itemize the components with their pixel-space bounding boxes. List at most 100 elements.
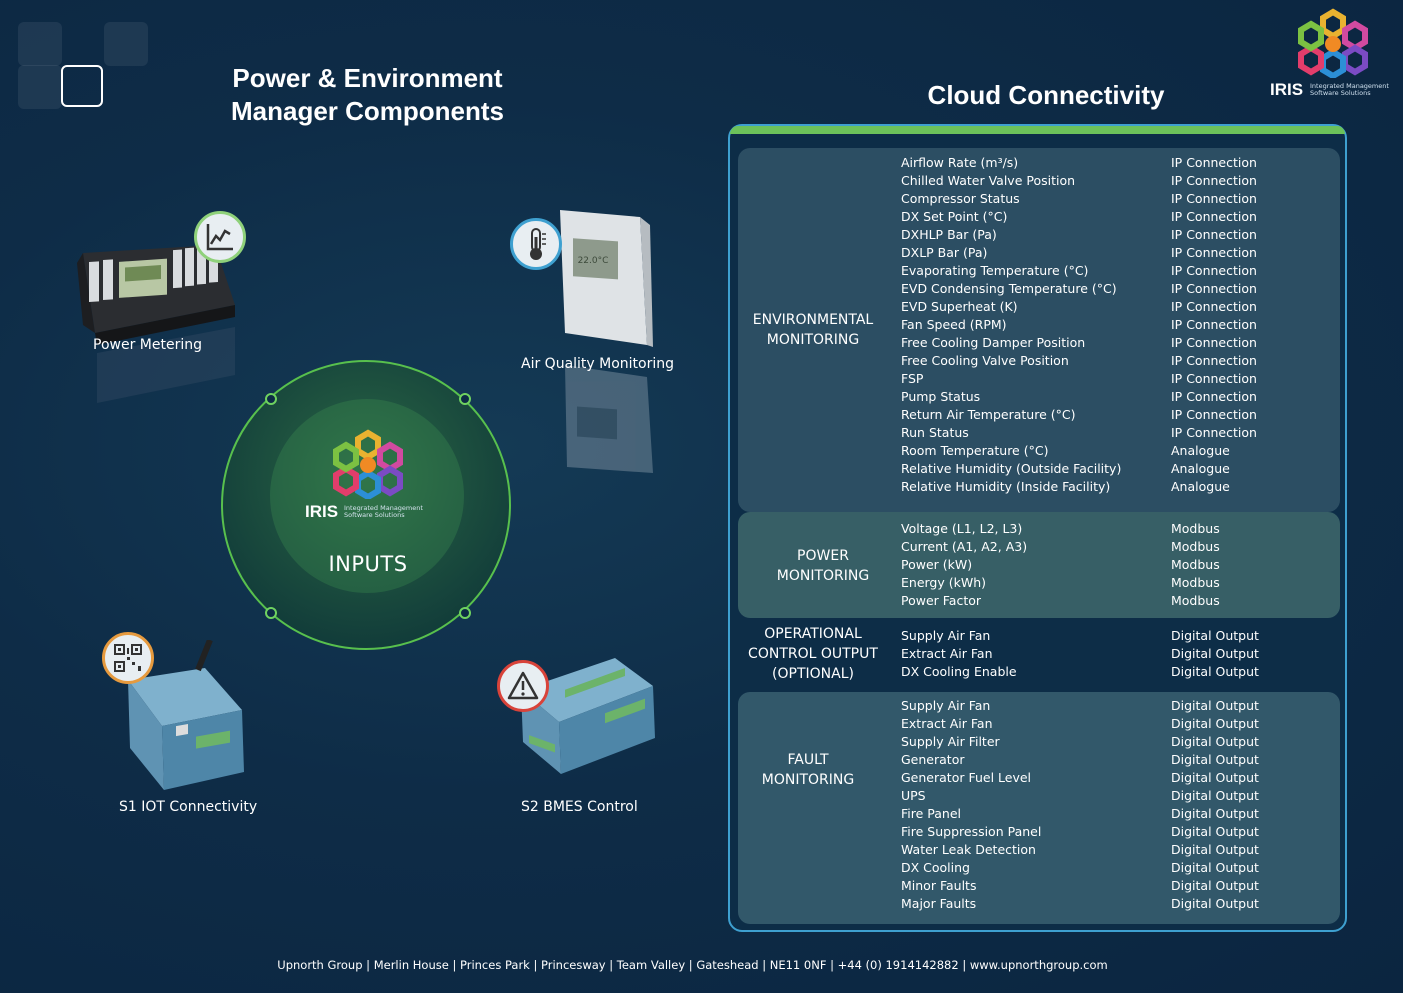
connection-type: IP Connection (1171, 299, 1257, 314)
connection-type: Digital Output (1171, 824, 1259, 839)
list-item: Airflow Rate (m³/s)IP Connection (901, 154, 1331, 172)
power-monitoring-section: POWER MONITORING Voltage (L1, L2, L3) Mod… (738, 512, 1340, 618)
connection-type: Modbus (1171, 593, 1220, 608)
section-title-line: MONITORING (761, 772, 855, 788)
metric-name: Voltage (L1, L2, L3) (901, 521, 1023, 536)
list-item: Relative Humidity (Outside Facility)Anal… (901, 460, 1331, 478)
s1-iot-label: S1 IOT Connectivity (119, 799, 258, 815)
section-title-line: ENVIRONMENTAL (752, 312, 874, 328)
list-item: EVD Superheat (K)IP Connection (901, 298, 1331, 316)
qr-code-icon (114, 644, 142, 672)
power-section-title: POWER MONITORING (748, 546, 898, 586)
connection-type: IP Connection (1171, 389, 1257, 404)
metric-name: Fire Panel (901, 806, 962, 821)
connection-type: Digital Output (1171, 860, 1259, 875)
connection-type: Modbus (1171, 557, 1220, 572)
metric-name: UPS (901, 788, 926, 803)
list-item: Return Air Temperature (°C)IP Connection (901, 406, 1331, 424)
list-item: DX Set Point (°C)IP Connection (901, 208, 1331, 226)
list-item: Relative Humidity (Inside Facility) Analo… (901, 478, 1331, 496)
connection-type: Digital Output (1171, 716, 1259, 731)
inputs-circle: IRIS Integrated Management Software Solu… (221, 360, 511, 650)
connection-type: Digital Output (1171, 698, 1259, 713)
list-item: DX Cooling Digital Output (901, 859, 1331, 877)
list-item: Minor Faults Digital Output (901, 877, 1331, 895)
connection-type: Digital Output (1171, 752, 1259, 767)
connection-type: Modbus (1171, 521, 1220, 536)
connection-type: IP Connection (1171, 317, 1257, 332)
connection-type: IP Connection (1171, 407, 1257, 422)
connection-type: IP Connection (1171, 227, 1257, 242)
cloud-connectivity-title: Cloud Connectivity (927, 80, 1165, 110)
connection-type: Modbus (1171, 539, 1220, 554)
metric-name: Extract Air Fan (901, 646, 993, 661)
ring-dot (459, 607, 471, 619)
connection-type: Digital Output (1171, 878, 1259, 893)
list-item: Extract Air Fan Digital Output (901, 715, 1331, 733)
metric-name: DX Cooling Enable (901, 664, 1017, 679)
metric-name: Extract Air Fan (901, 716, 993, 731)
s2-bmes-label: S2 BMES Control (521, 799, 638, 815)
list-item: Current (A1, A2, A3) Modbus (901, 538, 1331, 556)
section-title-line: (OPTIONAL) (772, 666, 854, 682)
metric-name: Water Leak Detection (901, 842, 1036, 857)
metric-name: Supply Air Filter (901, 734, 1000, 749)
footer-address: Upnorth Group | Merlin House | Princes P… (277, 958, 1108, 972)
iris-flower-icon (333, 429, 403, 499)
cloud-connectivity-panel: ENVIRONMENTAL MONITORING Airflow Rate (m… (728, 124, 1347, 932)
connection-type: Modbus (1171, 575, 1220, 590)
s1-iot-device (120, 640, 260, 800)
connection-type: IP Connection (1171, 173, 1257, 188)
metric-name: DX Cooling (901, 860, 970, 875)
connection-type: Digital Output (1171, 628, 1259, 643)
connection-type: Digital Output (1171, 646, 1259, 661)
section-title-line: MONITORING (766, 332, 860, 348)
power-metering-label: Power Metering (93, 337, 202, 353)
list-item: Fire Panel Digital Output (901, 805, 1331, 823)
s2-controller-image (521, 658, 655, 774)
connection-type: Analogue (1171, 443, 1230, 458)
connection-type: IP Connection (1171, 281, 1257, 296)
ring-dot (265, 607, 277, 619)
list-item: Room Temperature (°C) Analogue (901, 442, 1331, 460)
metric-name: Generator Fuel Level (901, 770, 1032, 785)
list-item: Voltage (L1, L2, L3) Modbus (901, 520, 1331, 538)
page-title-line2: Manager Components (230, 96, 505, 126)
metric-name: Fan Speed (RPM) (901, 317, 1007, 332)
metric-name: Relative Humidity (Outside Facility) (901, 461, 1122, 476)
connection-type: Analogue (1171, 479, 1230, 494)
metric-name: EVD Condensing Temperature (°C) (901, 281, 1117, 296)
connection-type: Digital Output (1171, 806, 1259, 821)
metric-name: Minor Faults (901, 878, 977, 893)
metric-name: Current (A1, A2, A3) (901, 539, 1028, 554)
iris-center-tagline: Integrated Management Software Solutions (344, 504, 423, 519)
air-quality-sensor-image: 22.0°C (560, 210, 653, 473)
metric-name: Room Temperature (°C) (901, 443, 1049, 458)
s2-bmes-device (515, 650, 660, 800)
decor-square (18, 22, 62, 66)
metric-name: Energy (kWh) (901, 575, 987, 590)
ring-dot (265, 393, 277, 405)
section-title-line: FAULT (787, 752, 829, 768)
list-item: DXLP Bar (Pa)IP Connection (901, 244, 1331, 262)
page-title-line1: Power & Environment (232, 63, 503, 93)
ring-dot (459, 393, 471, 405)
metric-name: Evaporating Temperature (°C) (901, 263, 1089, 278)
connection-type: IP Connection (1171, 335, 1257, 350)
metric-name: DX Set Point (°C) (901, 209, 1008, 224)
connection-type: IP Connection (1171, 425, 1257, 440)
decor-square (18, 65, 62, 109)
thermometer-icon (530, 228, 546, 260)
chart-badge (194, 211, 246, 263)
metric-name: Relative Humidity (Inside Facility) (901, 479, 1111, 494)
